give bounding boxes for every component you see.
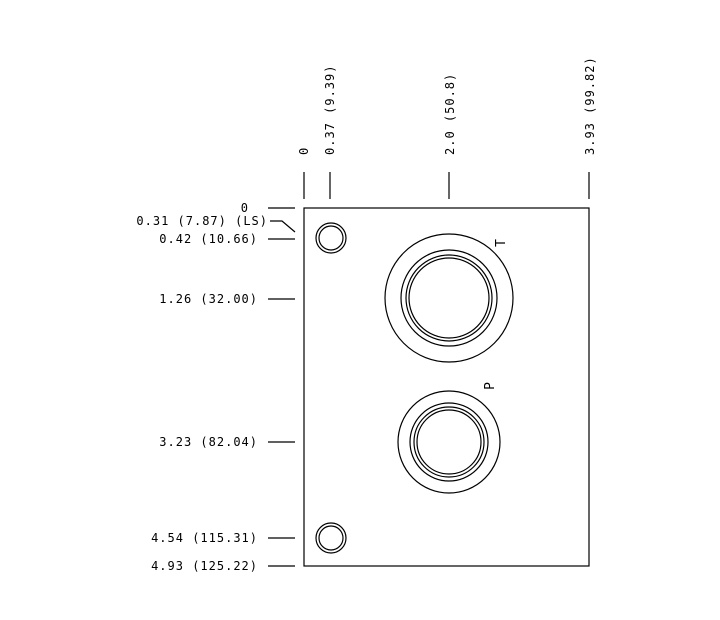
- port-p-label: P: [483, 382, 498, 390]
- left-dimensions: 0 0.31 (7.87) (LS) 0.42 (10.66) 1.26 (32…: [136, 201, 296, 573]
- left-dim-label-0: 0: [241, 201, 249, 215]
- left-dim-label-1: 0.31 (7.87) (LS): [136, 214, 268, 228]
- port-p: P: [397, 382, 501, 494]
- manifold-block-outline: [303, 207, 590, 567]
- top-dimensions: 0 0.37 (9.39) 2.0 (50.8) 3.93 (99.82): [297, 56, 597, 199]
- left-dim-leader-1: [270, 220, 296, 233]
- left-dim-label-5: 4.54 (115.31): [151, 531, 258, 545]
- top-dim-label-2: 2.0 (50.8): [443, 73, 457, 155]
- top-dim-label-1: 0.37 (9.39): [323, 65, 337, 155]
- left-dim-label-3: 1.26 (32.00): [159, 292, 258, 306]
- port-t: T: [384, 233, 514, 363]
- port-t-label: T: [494, 239, 509, 247]
- mounting-hole-bottom: [315, 522, 347, 554]
- left-dim-label-2: 0.42 (10.66): [159, 232, 258, 246]
- top-dim-label-3: 3.93 (99.82): [583, 56, 597, 155]
- mounting-hole-top: [315, 222, 347, 254]
- left-dim-label-4: 3.23 (82.04): [159, 435, 258, 449]
- top-dim-label-0: 0: [297, 147, 311, 155]
- left-dim-label-6: 4.93 (125.22): [151, 559, 258, 573]
